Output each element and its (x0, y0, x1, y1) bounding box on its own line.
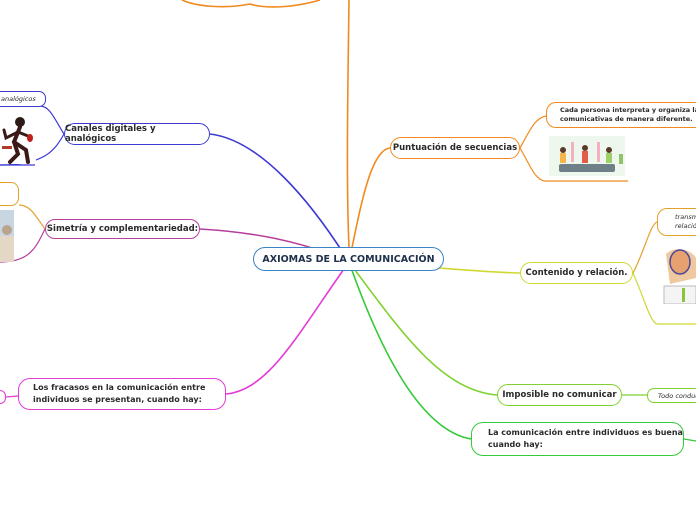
branch-fracasos-line2: individuos se presentan, cuando hay: (33, 395, 202, 404)
branch-contenido[interactable]: Contenido y relación. (520, 262, 633, 284)
branch-puntuacion-label: Puntuación de secuencias (392, 143, 518, 153)
branch-buena-comunicacion[interactable]: La comunicación entre individuos es buen… (471, 422, 684, 456)
link-canales (209, 133, 350, 263)
branch-buena-line2: cuando hay: (488, 440, 543, 449)
link-buena (348, 261, 472, 440)
branch-contenido-label: Contenido y relación. (525, 268, 628, 278)
dancing-figure-image (0, 110, 36, 164)
subtopic-contenido-line2: relación (675, 222, 696, 230)
subtopic-puntuacion-text: Cada persona interpreta y organiza las i… (560, 106, 696, 124)
people-talking-image (660, 244, 696, 304)
link-fracasos (225, 261, 350, 395)
branch-fracasos-text: Los fracasos en la comunicación entre in… (33, 382, 205, 406)
subtopic-contenido-text: transmite relación (675, 213, 696, 231)
branch-canales-digitales[interactable]: Canales digitales y analógicos (64, 123, 210, 145)
branch-canales-label: Canales digitales y analógicos (65, 124, 156, 144)
top-cloud-shape (181, 0, 321, 8)
branch-buena-line1: La comunicación entre individuos es buen… (488, 428, 683, 437)
subtopic-puntuacion-line2: comunicativas de manera diferente. (560, 115, 693, 123)
subtopic-contenido[interactable]: transmite relación (657, 208, 696, 236)
branch-imposible[interactable]: Imposible no comunicar (497, 384, 622, 406)
branch-buena-text: La comunicación entre individuos es buen… (488, 427, 683, 451)
branch-simetria[interactable]: Simetría y complementariedad: (45, 219, 200, 239)
subtopic-imposible-label: Todo conducta (658, 391, 696, 400)
link-imposible (348, 261, 498, 396)
subtopic-puntuacion[interactable]: Cada persona interpreta y organiza las i… (546, 102, 696, 128)
subtopic-imposible[interactable]: Todo conducta (647, 388, 696, 403)
branch-fracasos-line1: Los fracasos en la comunicación entre (33, 383, 206, 392)
subtopic-analogicos[interactable]: analógicos (0, 91, 46, 107)
subtopic-simetria[interactable] (0, 182, 19, 206)
central-topic-label: AXIOMAS DE LA COMUNICACIÓN (262, 253, 435, 265)
link-puntuacion (348, 147, 391, 263)
subtopic-contenido-line1: transmite (675, 213, 696, 221)
branch-imposible-label: Imposible no comunicar (502, 390, 617, 400)
subtopic-analogicos-label: analógicos (1, 95, 36, 103)
branch-simetria-label: Simetría y complementariedad: (46, 224, 199, 234)
subtopic-puntuacion-line1: Cada persona interpreta y organiza las i… (560, 106, 696, 114)
link-top-branch (346, 0, 350, 248)
photo-image (0, 210, 14, 262)
branch-fracasos[interactable]: Los fracasos en la comunicación entre in… (18, 378, 226, 410)
central-topic[interactable]: AXIOMAS DE LA COMUNICACIÓN (253, 247, 444, 271)
people-on-stage-image (549, 136, 625, 176)
branch-puntuacion[interactable]: Puntuación de secuencias (390, 137, 520, 159)
